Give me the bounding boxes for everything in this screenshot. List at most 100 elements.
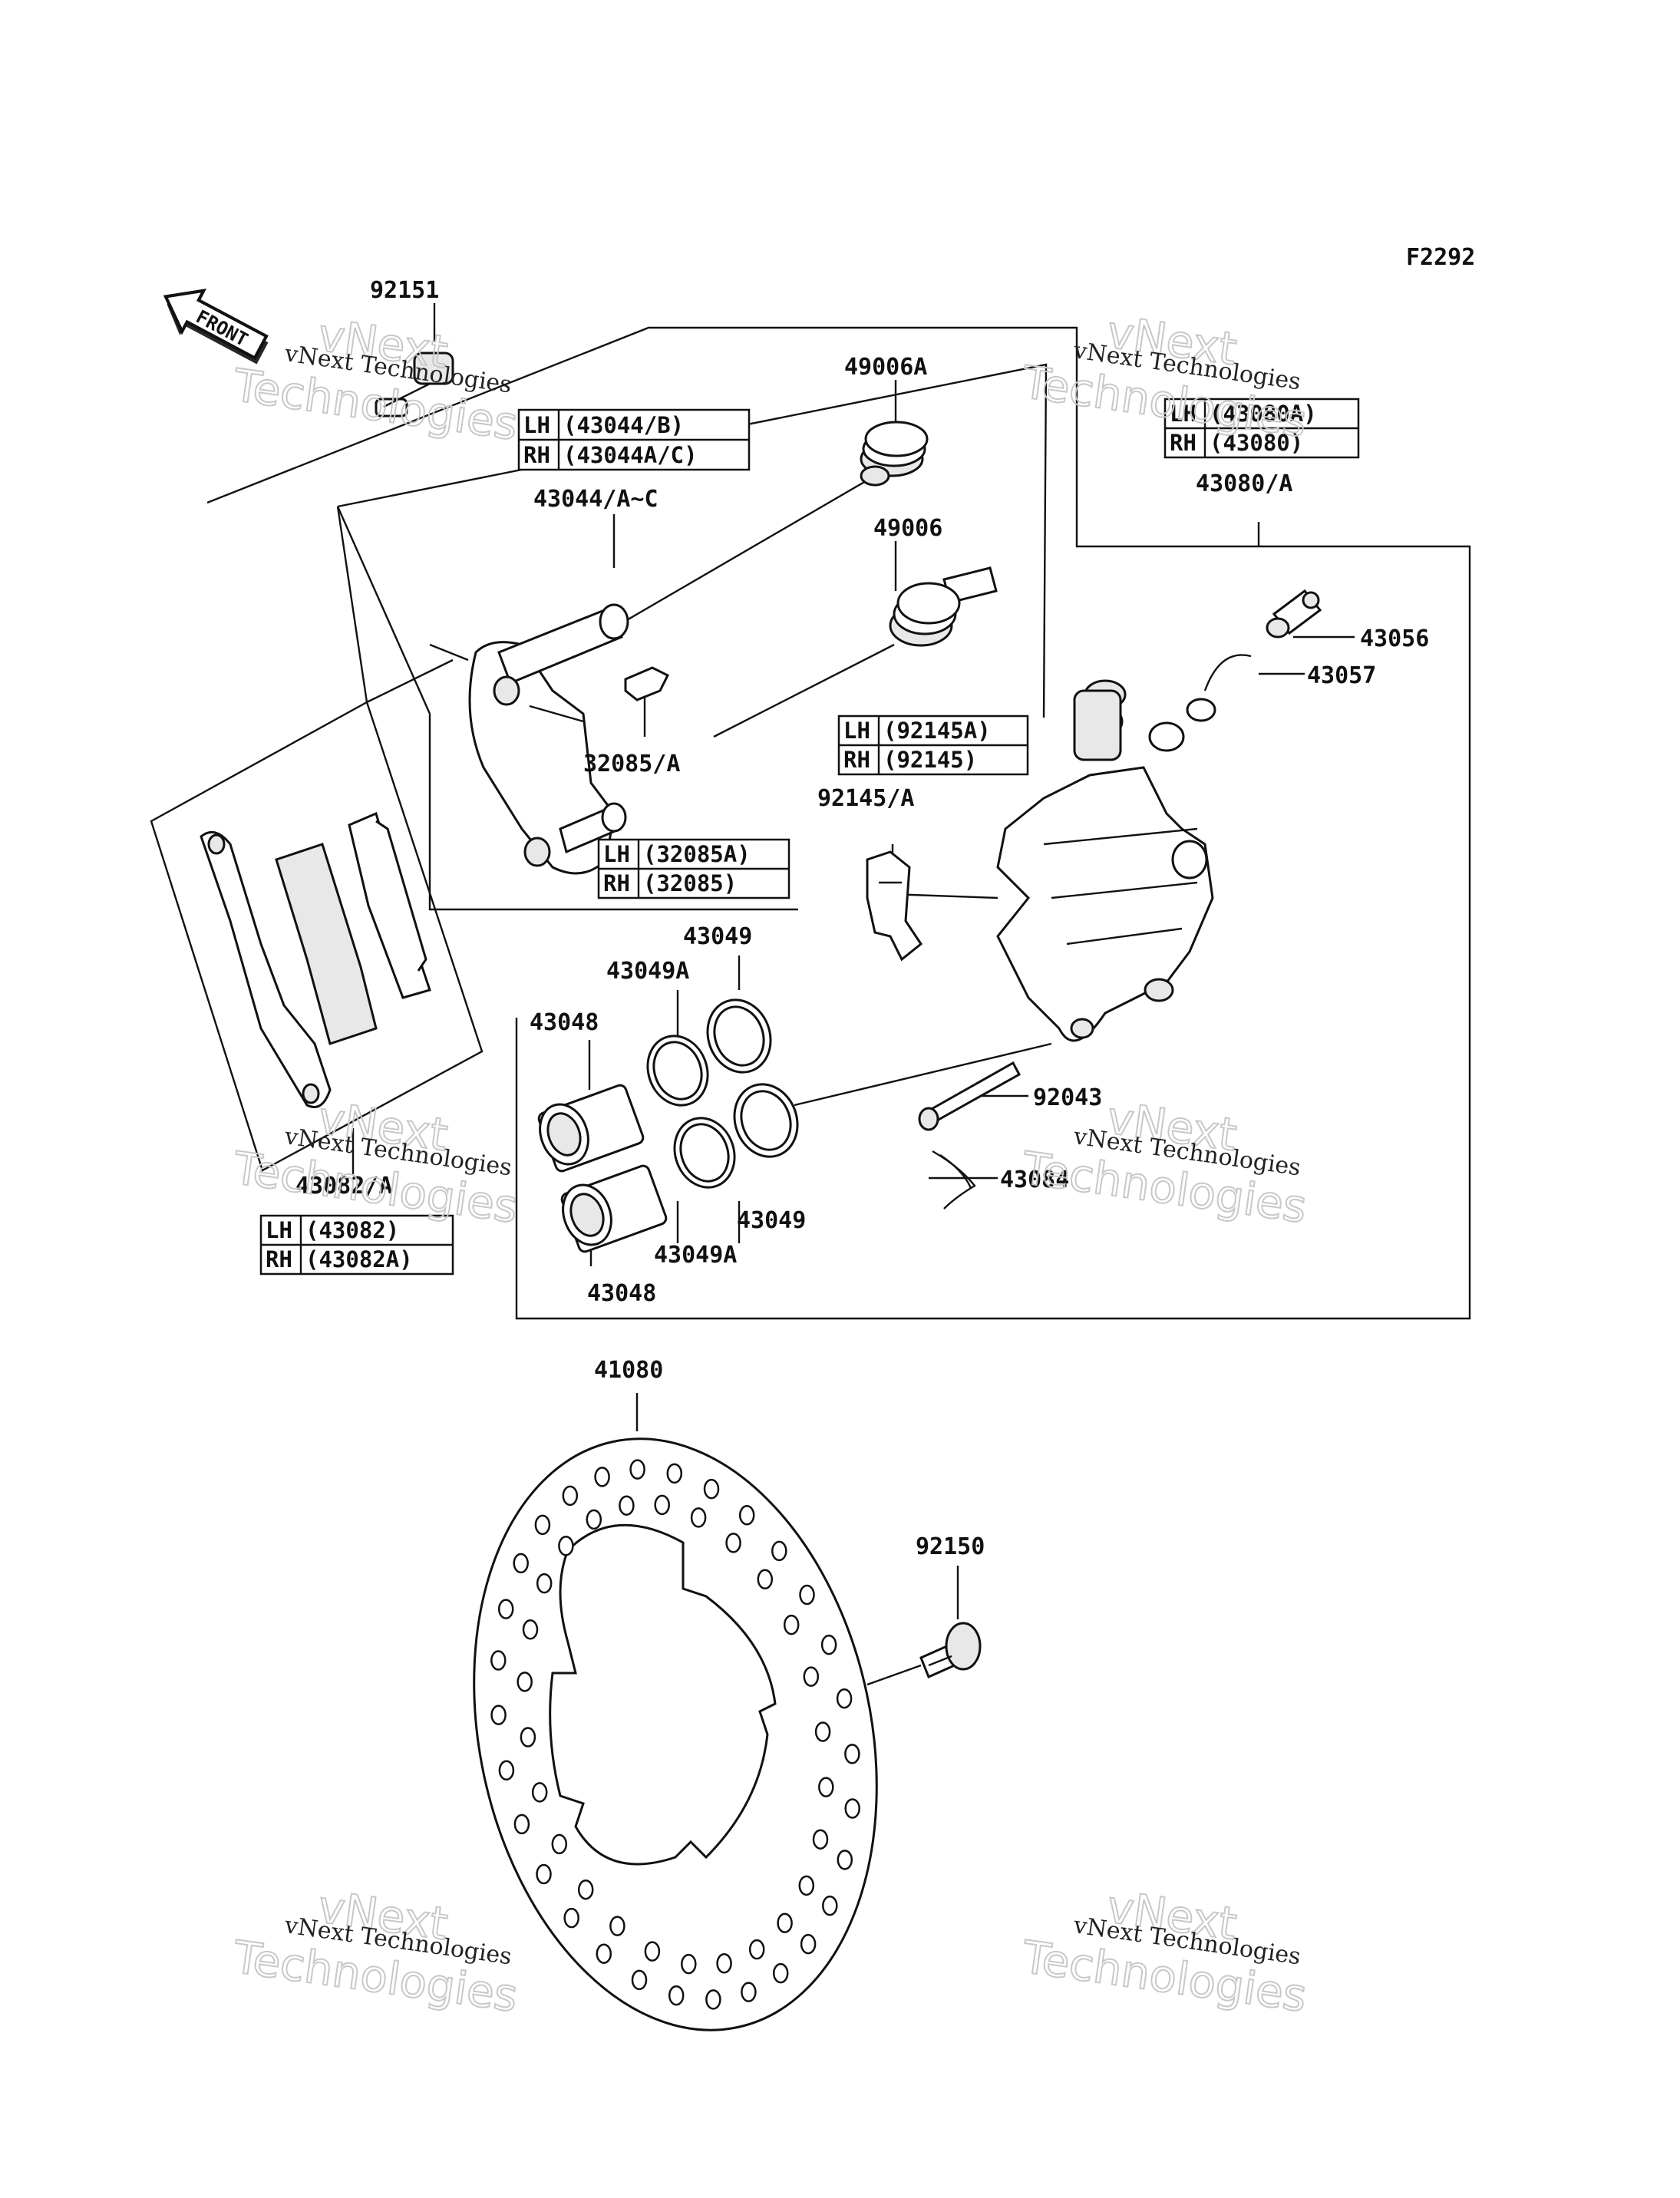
seal-43049-lower-icon — [733, 1083, 799, 1158]
bracket-43044-icon — [468, 603, 629, 875]
pin-49006-icon — [889, 566, 998, 647]
label-92150: 92150 — [916, 1533, 985, 1560]
disc-hole — [577, 1879, 594, 1900]
table-32085-side-rh: RH — [603, 870, 630, 896]
table-92145-side-lh: LH — [843, 718, 870, 744]
label-92043: 92043 — [1033, 1084, 1102, 1111]
disc-hole — [517, 1672, 533, 1692]
disc-hole — [563, 1907, 579, 1929]
disc-hole — [513, 1553, 529, 1574]
label-43049A-bottom: 43049A — [654, 1242, 737, 1269]
table-92145: LH (92145A) RH (92145) — [837, 715, 1029, 776]
watermark-mid-left: vNext vNext Technologies Technologies — [229, 1091, 521, 1233]
table-43044-side-lh: LH — [523, 412, 550, 438]
table-32085-side-lh: LH — [603, 841, 630, 867]
disc-hole — [844, 1798, 860, 1819]
disc-hole — [812, 1829, 829, 1850]
leader-lines — [352, 303, 1355, 1686]
disc-hole — [777, 1913, 793, 1933]
disc-hole — [558, 1536, 574, 1556]
disc-hole — [629, 1459, 645, 1480]
bolt-92151-icon — [375, 351, 454, 417]
label-41080: 41080 — [594, 1357, 663, 1384]
disc-hole — [522, 1619, 539, 1640]
caliper-body-icon — [996, 679, 1214, 1042]
assembly-outlines — [150, 326, 1471, 1320]
table-43044-part-lh: (43044/B) — [563, 412, 684, 438]
label-32085: 32085/A — [583, 751, 680, 777]
disc-hole — [654, 1494, 670, 1516]
table-43044: LH (43044/B) RH (43044A/C) — [517, 408, 751, 471]
watermark-bottom-left: vNext vNext Technologies Technologies — [229, 1880, 521, 2022]
table-43044-part-rh: (43044A/C) — [563, 442, 698, 468]
disc-hole — [551, 1833, 568, 1855]
ring-43057-icon — [1186, 654, 1252, 722]
disc-hole — [844, 1744, 860, 1764]
seal-43049A-lower-icon — [673, 1117, 736, 1189]
disc-hole — [738, 1505, 755, 1526]
disc-hole — [619, 1495, 635, 1516]
disc-hole — [498, 1760, 515, 1781]
label-43084: 43084 — [1000, 1167, 1069, 1193]
watermark-top-left: vNext vNext Technologies Technologies — [229, 308, 521, 450]
disc-hole — [666, 1463, 683, 1484]
piston-43048-lower-icon — [560, 1164, 668, 1253]
label-92151: 92151 — [370, 277, 439, 304]
disc-hole — [725, 1533, 741, 1553]
label-43080: 43080/A — [1196, 470, 1292, 497]
brake-disc-41080-icon — [473, 1437, 878, 2031]
disc-hole — [497, 1599, 514, 1619]
table-43082-part-lh: (43082) — [305, 1217, 399, 1243]
label-43049A-top: 43049A — [606, 958, 689, 985]
table-43080-part-lh: (43080A) — [1210, 401, 1317, 427]
disc-hole — [741, 1982, 757, 2002]
table-43082-side-rh: RH — [266, 1246, 292, 1272]
disc-hole — [631, 1969, 648, 1991]
label-49006A: 49006A — [844, 354, 927, 381]
label-43044: 43044/A~C — [533, 486, 658, 513]
watermark-bottom-right: vNext vNext Technologies Technologies — [1018, 1880, 1310, 2022]
disc-hole — [644, 1941, 661, 1962]
disc-hole — [818, 1777, 834, 1797]
disc-hole — [799, 1584, 815, 1606]
front-arrow-icon: FRONT — [163, 289, 269, 365]
spring-92145-icon — [866, 850, 923, 962]
label-43082: 43082/A — [295, 1173, 392, 1200]
disc-hole — [594, 1467, 610, 1487]
disc-hole — [490, 1650, 507, 1671]
pin-92043-icon — [918, 1061, 1022, 1131]
table-43080-side-rh: RH — [1170, 430, 1196, 456]
label-43049-top: 43049 — [683, 923, 752, 950]
table-92145-part-lh: (92145A) — [883, 718, 991, 744]
disc-hole — [586, 1509, 602, 1530]
disc-hole — [716, 1953, 732, 1974]
table-92145-side-rh: RH — [843, 747, 870, 773]
disc-hole — [531, 1782, 548, 1803]
disc-hole — [536, 1573, 553, 1594]
pad-set-43082-icon — [200, 811, 431, 1108]
table-43080: LH (43080A) RH (43080) — [1163, 398, 1360, 459]
figure-id: F2292 — [1406, 244, 1475, 271]
disc-hole — [800, 1933, 817, 1955]
part-labels: 92151 49006A 43044/A~C 49006 32085/A 921… — [295, 277, 1429, 1560]
bolt-92150-icon — [919, 1622, 982, 1679]
label-92145: 92145/A — [817, 785, 914, 812]
table-32085-part-lh: (32085A) — [643, 841, 751, 867]
disc-hole — [757, 1569, 774, 1590]
table-43082: LH (43082) RH (43082A) — [259, 1214, 454, 1276]
disc-hole — [534, 1514, 551, 1536]
watermark-top-right: vNext vNext Technologies Technologies — [1018, 305, 1310, 447]
disc-hole — [798, 1875, 815, 1896]
disc-hole — [668, 1985, 685, 2006]
disc-hole — [703, 1478, 720, 1500]
disc-hole — [783, 1614, 800, 1635]
table-32085: LH (32085A) RH (32085) — [597, 838, 790, 899]
disc-hole — [490, 1705, 507, 1725]
table-43082-part-rh: (43082A) — [305, 1246, 413, 1272]
disc-hole — [536, 1863, 552, 1885]
disc-hole — [681, 1953, 697, 1975]
disc-hole — [822, 1895, 838, 1916]
table-32085-part-rh: (32085) — [643, 870, 737, 896]
disc-hole — [562, 1485, 579, 1507]
